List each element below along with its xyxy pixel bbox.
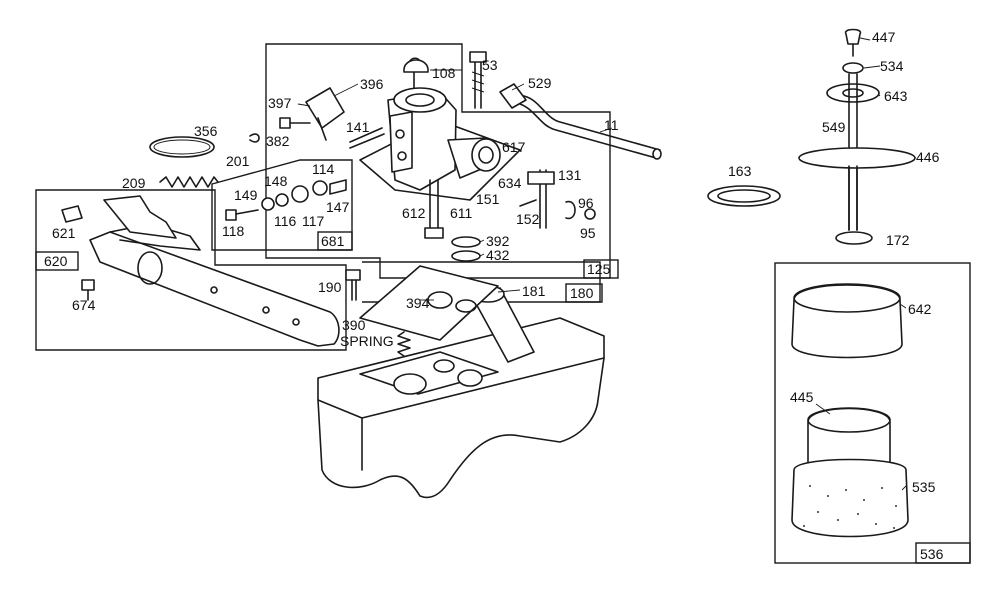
label-151: 151 [476,191,500,207]
fuel-tank [317,285,605,499]
label-674: 674 [72,297,96,313]
label-11: 11 [604,117,619,133]
label-147: 147 [326,199,350,215]
screw-53 [469,51,487,109]
label-396: 396 [360,76,384,92]
label-95: 95 [580,225,596,241]
label-148: 148 [264,173,288,189]
label-536: 536 [920,546,944,562]
screw-674 [81,279,95,301]
label-box-125 [583,259,619,279]
fuel-pipe [499,83,662,160]
cover-642 [791,283,903,359]
label-535: 535 [912,479,936,495]
label-172: 172 [886,232,910,248]
label-634: 634 [498,175,522,191]
label-118: 118 [222,223,245,239]
foam-535 [791,458,909,538]
label-box-180 [565,283,603,303]
group-box-681 [211,159,353,251]
label-447: 447 [872,29,896,45]
carburetor-body [359,57,521,239]
label-642: 642 [908,301,932,317]
group-box-536 [774,262,971,564]
nut-172 [835,231,873,245]
label-621: 621 [52,225,76,241]
leader-lines [297,37,907,491]
label-617: 617 [502,139,526,155]
control-bracket [61,195,340,347]
knob-447 [844,28,862,57]
label-spring: SPRING [340,333,394,349]
part-labels: 447 534 643 549 446 172 163 642 445 535 … [44,29,944,562]
label-611: 611 [450,205,473,221]
label-612: 612 [402,205,426,221]
group-box-620 [35,189,347,351]
label-209: 209 [122,175,146,191]
label-163: 163 [728,163,752,179]
label-53: 53 [482,57,498,73]
plate-446 [798,147,916,169]
label-392: 392 [486,233,510,249]
spring-209 [159,176,219,188]
spring-390 [397,331,411,357]
label-114: 114 [312,161,335,177]
label-180: 180 [570,285,594,301]
label-534: 534 [880,58,904,74]
ring-356-inner [153,139,211,155]
label-108: 108 [432,65,456,81]
label-620: 620 [44,253,68,269]
throttle-parts [519,169,596,229]
label-390: 390 [342,317,366,333]
label-446: 446 [916,149,940,165]
label-125: 125 [587,261,611,277]
label-681: 681 [321,233,345,249]
label-152: 152 [516,211,540,227]
label-549: 549 [822,119,846,135]
choke-lever [249,87,345,143]
label-397: 397 [268,95,292,111]
shaft-141 [349,127,385,149]
label-box-620 [35,251,79,271]
label-432: 432 [486,247,510,263]
label-201: 201 [226,153,250,169]
label-131: 131 [558,167,582,183]
washer-643 [826,83,880,103]
label-96: 96 [578,195,594,211]
label-149: 149 [234,187,258,203]
label-181: 181 [522,283,546,299]
label-382: 382 [266,133,290,149]
label-356: 356 [194,123,218,139]
nut-534 [842,62,864,74]
label-643: 643 [884,88,908,104]
label-394: 394 [406,295,430,311]
label-box-681 [317,231,353,251]
screw-190 [345,269,361,301]
ring-356 [149,136,215,158]
label-529: 529 [528,75,552,91]
label-117: 117 [302,213,325,229]
gaskets-392-432 [451,236,481,262]
label-445: 445 [790,389,814,405]
label-141: 141 [346,119,370,135]
label-116: 116 [274,213,297,229]
label-190: 190 [318,279,342,295]
label-box-536 [915,542,971,564]
needle-valve-parts [225,179,347,221]
